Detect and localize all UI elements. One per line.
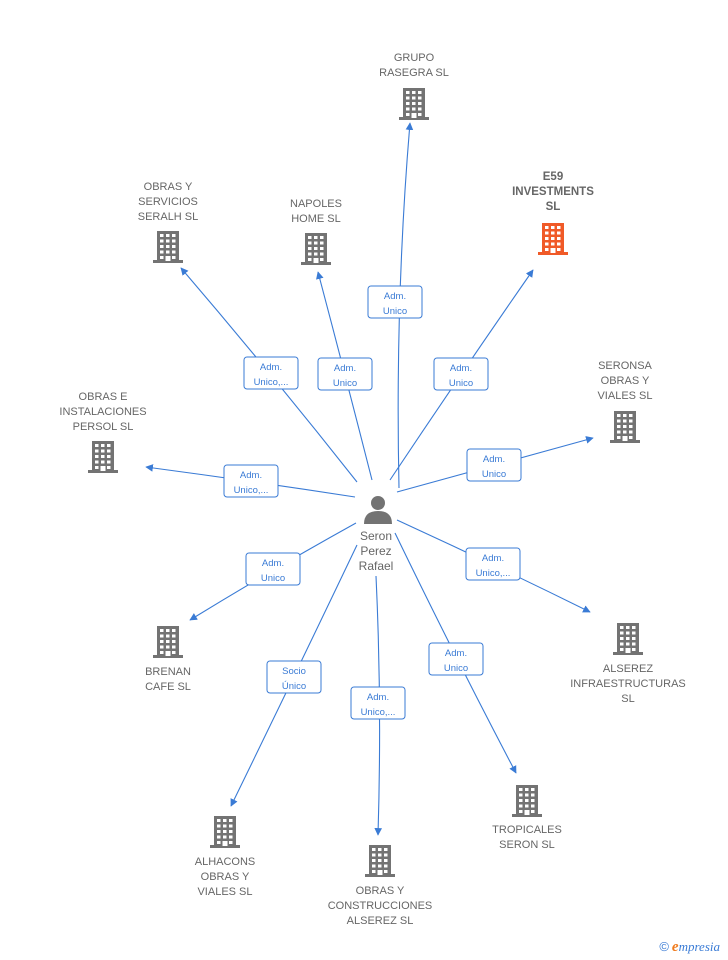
relation-text: Unico [449,378,473,389]
company-label-line: OBRAS Y [356,885,405,897]
person-name-line: Seron [360,529,392,543]
relation-badge-alserez-infraestructuras[interactable]: Adm. Unico,... [465,547,521,581]
company-label-line: SERONSA [598,360,652,372]
relation-badge-e59-investments[interactable]: Adm. Unico [433,357,489,391]
building-icon[interactable] [88,441,118,473]
relations-layer: Adm.UnicoAdm.UnicoAdm.UnicoAdm.Unico,...… [223,285,522,720]
brand-initial: e [671,939,679,955]
company-label-line: VIALES SL [197,886,252,898]
company-label-alhacons-obras-viales[interactable]: ALHACONS OBRAS Y VIALES SL [195,856,256,898]
company-label-line: ALHACONS [195,856,256,868]
relation-text: Unico [444,663,468,674]
company-label-line: PERSOL SL [73,421,134,433]
relation-text: Adm. [262,558,284,569]
company-label-tropicales-seron[interactable]: TROPICALES SERON SL [492,824,562,851]
building-icon[interactable] [538,223,568,255]
relation-badge-brenan-cafe[interactable]: Adm. Unico [245,552,301,586]
relation-text: Adm. [450,363,472,374]
relation-text: Adm. [445,648,467,659]
company-label-line: OBRAS E [79,391,128,403]
relation-badge-obras-instalaciones-persol[interactable]: Adm. Unico,... [223,464,279,498]
company-label-line: ALSEREZ SL [347,915,414,927]
relation-badge-napoles-home[interactable]: Adm. Unico [317,357,373,391]
company-label-alserez-infraestructuras[interactable]: ALSEREZ INFRAESTRUCTURAS SL [570,663,686,705]
company-label-line: E59 [543,171,563,183]
company-label-line: OBRAS Y [144,181,193,193]
person-icon[interactable] [364,496,392,524]
building-icon[interactable] [399,88,429,120]
company-label-line: VIALES SL [597,390,652,402]
company-label-line: SERVICIOS [138,196,198,208]
person-name-line: Rafael [359,559,394,573]
relation-text: Único [282,681,306,692]
company-label-grupo-rasegra[interactable]: GRUPO RASEGRA SL [379,52,449,79]
building-icon[interactable] [365,845,395,877]
company-label-line: SERALH SL [138,211,199,223]
company-label-line: SL [621,693,634,705]
company-label-obras-instalaciones-persol[interactable]: OBRAS E INSTALACIONES PERSOL SL [59,391,146,433]
company-label-line: OBRAS Y [601,375,650,387]
relation-text: Unico,... [476,568,511,579]
company-label-line: INVESTMENTS [512,186,594,198]
company-label-line: OBRAS Y [201,871,250,883]
company-label-line: RASEGRA SL [379,67,449,79]
building-icon[interactable] [301,233,331,265]
company-label-seronsa-obras-viales[interactable]: SERONSA OBRAS Y VIALES SL [597,360,652,402]
company-label-line: CAFE SL [145,681,191,693]
building-icon[interactable] [153,231,183,263]
relation-text: Unico,... [361,707,396,718]
company-label-napoles-home[interactable]: NAPOLES HOME SL [290,198,342,225]
relation-text: Unico,... [234,485,269,496]
company-label-line: INSTALACIONES [59,406,146,418]
company-label-line: SL [546,201,561,213]
edges-layer [145,122,594,836]
company-label-obras-construcciones-alserez[interactable]: OBRAS Y CONSTRUCCIONES ALSEREZ SL [328,885,433,927]
company-label-line: CONSTRUCCIONES [328,900,433,912]
relation-text: Adm. [240,470,262,481]
building-icon[interactable] [210,816,240,848]
company-label-line: INFRAESTRUCTURAS [570,678,686,690]
relation-text: Adm. [482,553,504,564]
relation-badge-obras-servicios-seralh[interactable]: Adm. Unico,... [243,356,299,390]
person-name-line: Perez [360,544,391,558]
relation-text: Unico,... [254,377,289,388]
company-label-brenan-cafe[interactable]: BRENAN CAFE SL [145,666,191,693]
company-label-obras-servicios-seralh[interactable]: OBRAS Y SERVICIOS SERALH SL [138,181,199,223]
company-label-line: NAPOLES [290,198,342,210]
company-label-line: TROPICALES [492,824,562,836]
relation-text: Socio [282,666,306,677]
relation-text: Unico [261,573,285,584]
relation-badge-grupo-rasegra[interactable]: Adm. Unico [367,285,423,319]
brand-name: mpresia [678,939,720,954]
relation-text: Adm. [260,362,282,373]
relation-text: Unico [333,378,357,389]
company-label-line: HOME SL [291,213,341,225]
relation-badge-obras-construcciones-alserez[interactable]: Adm. Unico,... [350,686,406,720]
building-icon[interactable] [610,411,640,443]
company-label-line: GRUPO [394,52,435,64]
relation-text: Adm. [334,363,356,374]
relation-text: Unico [383,306,407,317]
relation-text: Adm. [367,692,389,703]
relation-text: Adm. [483,454,505,465]
relation-badge-tropicales-seron[interactable]: Adm. Unico [428,642,484,676]
company-label-line: SERON SL [499,839,555,851]
relation-badge-seronsa-obras-viales[interactable]: Adm. Unico [466,448,522,482]
building-icon[interactable] [613,623,643,655]
building-icon[interactable] [512,785,542,817]
relation-text: Adm. [384,291,406,302]
empresia-brand[interactable]: ©empresia [659,939,720,956]
company-label-line: BRENAN [145,666,191,678]
copyright-icon: © [659,939,669,954]
building-icon[interactable] [153,626,183,658]
company-label-line: ALSEREZ [603,663,653,675]
relation-text: Unico [482,469,506,480]
